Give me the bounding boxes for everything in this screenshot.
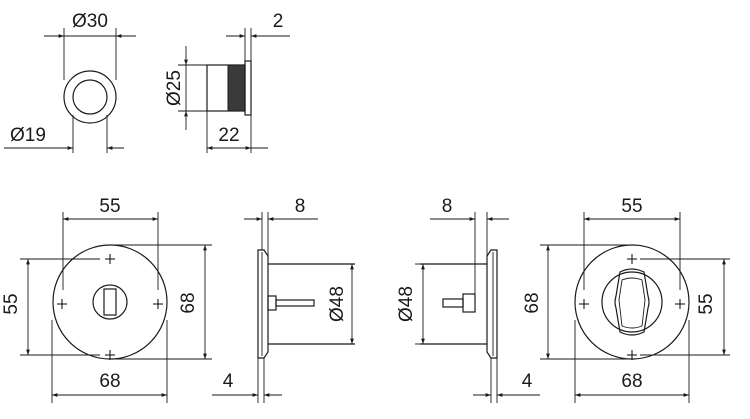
dim-left-rose-hole-spacing: 55 [99,196,120,217]
left-side-view: 8 Ø48 4 [212,196,355,403]
right-side-view: 8 Ø48 4 [396,196,540,403]
dim-left-side-spindle-offset: 8 [295,196,306,217]
cylinder-front-view: Ø30 Ø19 [4,11,136,153]
cylinder-side-view: 2 Ø25 22 [164,11,290,153]
left-rose-screw-marks [57,254,163,360]
cylinder-outer-circle [63,70,117,124]
dim-right-rose-vertical-spacing: 55 [696,293,717,314]
right-rose-front-view: 55 68 55 68 [522,196,730,403]
left-rose-thumb-circle [92,284,128,320]
dim-right-rose-hole-spacing: 55 [621,196,642,217]
dim-right-rose-width: 68 [621,371,642,392]
dim-left-side-thickness: 4 [223,371,234,392]
dim-cylinder-length: 22 [218,125,239,146]
left-rose-front-view: 55 55 68 68 [1,196,212,403]
cylinder-inner-circle [72,79,108,115]
dim-cylinder-body-diameter: Ø25 [164,70,185,106]
left-side-spindle [275,299,315,307]
dim-left-side-inner-diameter: Ø48 [327,286,348,322]
right-rose-knob-inner [618,277,646,329]
right-rose-screw-marks [579,254,685,360]
dim-cylinder-face-diameter: Ø30 [72,11,108,32]
right-side-spindle [442,298,464,308]
dim-right-side-spindle-offset: 8 [442,196,453,217]
dim-right-side-thickness: 4 [522,371,533,392]
right-rose-knob-circle [601,271,663,333]
dim-left-rose-width: 68 [99,371,120,392]
left-side-rose-plate [257,249,269,359]
dim-cylinder-inner-diameter: Ø19 [10,125,46,146]
left-side-spindle-collar [267,295,277,311]
dim-left-rose-vertical-spacing: 55 [1,293,22,314]
right-side-rose-plate [486,249,498,359]
cylinder-flange [244,60,252,116]
dim-left-rose-height: 68 [178,292,199,313]
left-rose-slot [103,288,117,316]
right-rose-turn-knob [614,268,650,336]
right-side-spindle-collar [462,293,476,313]
cylinder-knurl [227,64,246,112]
dim-cylinder-flange-thickness: 2 [273,11,284,32]
dim-right-side-inner-diameter: Ø48 [396,286,417,322]
dim-right-rose-height: 68 [522,292,543,313]
